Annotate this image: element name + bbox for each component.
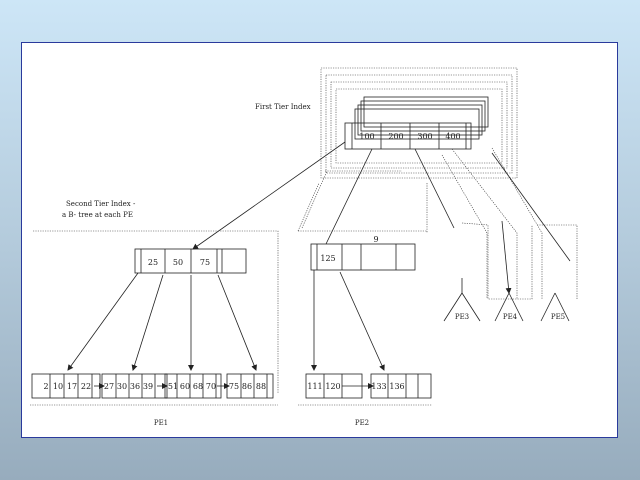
- first-tier-key: 300: [417, 132, 432, 141]
- first-tier-node: 100 200 300 400: [344, 122, 472, 150]
- pe1-label: PE1: [154, 419, 168, 427]
- leaf-key: 27: [104, 382, 114, 391]
- other-pe-frames: [441, 147, 578, 300]
- pe3-label: PE3: [455, 313, 469, 321]
- pe1-region-frame: [33, 230, 279, 393]
- index-diagram: First Tier Index 100 200 300 400 Second …: [30, 67, 578, 427]
- pe1-leaf-1: 27 30 36 39: [101, 373, 168, 399]
- leaf-key: 60: [180, 382, 190, 391]
- pe1-leaf-0: 2 10 17 22: [31, 373, 101, 399]
- pe1-leaf-3: 75 86 88: [226, 373, 274, 399]
- leaf-key: 120: [325, 382, 340, 391]
- second-tier-label: a B- tree at each PE: [62, 211, 133, 219]
- leaf-key: 70: [206, 382, 216, 391]
- pe5-tree: [540, 292, 570, 322]
- pe1-index-key: 25: [148, 258, 158, 267]
- leaf-key: 17: [67, 382, 77, 391]
- pe2-index-key: 125: [320, 254, 335, 263]
- first-tier-dotted-frames: [320, 67, 518, 179]
- pe1-leaf-2: 51 60 68 70: [164, 373, 222, 399]
- first-tier-node-copies: [354, 96, 489, 140]
- leaf-key: 22: [81, 382, 91, 391]
- leaf-key: 133: [371, 382, 386, 391]
- leaf-key: 30: [117, 382, 127, 391]
- second-tier-label: Second Tier Index -: [66, 200, 136, 208]
- leaf-key: 75: [229, 382, 239, 391]
- leaf-key: 2: [43, 382, 48, 391]
- leaf-key: 68: [193, 382, 203, 391]
- leaf-key: 10: [53, 382, 63, 391]
- svg-text:9: 9: [373, 235, 378, 244]
- pe2-label: PE2: [355, 419, 369, 427]
- first-tier-key: 400: [445, 132, 460, 141]
- pe2-leaf-1: 133 136: [370, 373, 432, 399]
- pe2-index-node: 125 9: [310, 235, 416, 271]
- leaf-key: 111: [307, 382, 322, 391]
- pe4-tree: [494, 220, 524, 322]
- pe1-index-pointers: [67, 272, 257, 371]
- pe2-region-frame: [297, 182, 320, 232]
- first-tier-key: 200: [388, 132, 403, 141]
- first-tier-pointers: [192, 141, 455, 250]
- leaf-key: 136: [389, 382, 404, 391]
- pe1-index-node: 25 50 75: [134, 248, 247, 274]
- pe4-label: PE4: [503, 313, 518, 321]
- leaf-key: 88: [256, 382, 266, 391]
- leaf-key: 36: [130, 382, 140, 391]
- slide: First Tier Index 100 200 300 400 Second …: [21, 42, 618, 438]
- pe1-index-key: 75: [200, 258, 210, 267]
- leaf-key: 86: [242, 382, 252, 391]
- pe1-index-key: 50: [173, 258, 183, 267]
- leaf-key: 39: [143, 382, 153, 391]
- pe2-index-pointers: [311, 270, 385, 371]
- pe3-tree: [443, 278, 481, 322]
- leaf-key: 51: [168, 382, 178, 391]
- pe5-label: PE5: [551, 313, 565, 321]
- first-tier-label: First Tier Index: [255, 103, 311, 111]
- first-tier-key: 100: [359, 132, 374, 141]
